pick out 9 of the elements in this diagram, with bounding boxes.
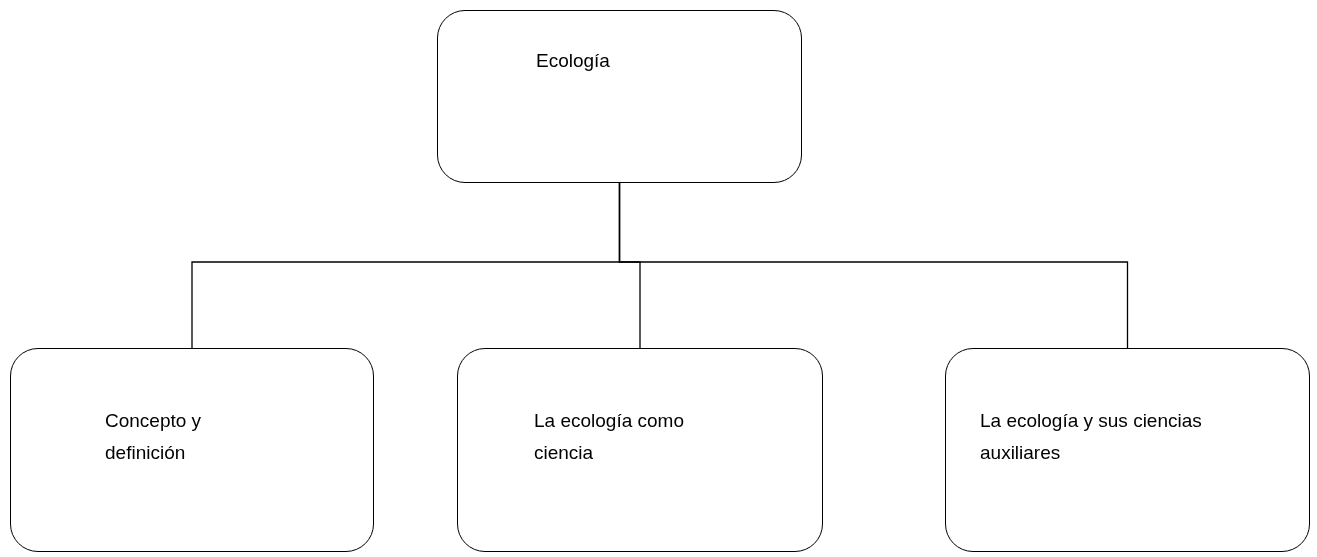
rounded-box — [437, 10, 802, 183]
node-text: Ecología — [536, 49, 611, 73]
node-text: La ecología como ciencia — [534, 409, 685, 465]
node-text: Concepto y definición — [105, 409, 203, 465]
rounded-box — [457, 348, 823, 552]
rounded-box — [945, 348, 1310, 552]
connector-line — [618, 182, 1129, 349]
node-text: La ecología y sus ciencias auxiliares — [980, 409, 1203, 465]
rounded-box — [10, 348, 374, 552]
